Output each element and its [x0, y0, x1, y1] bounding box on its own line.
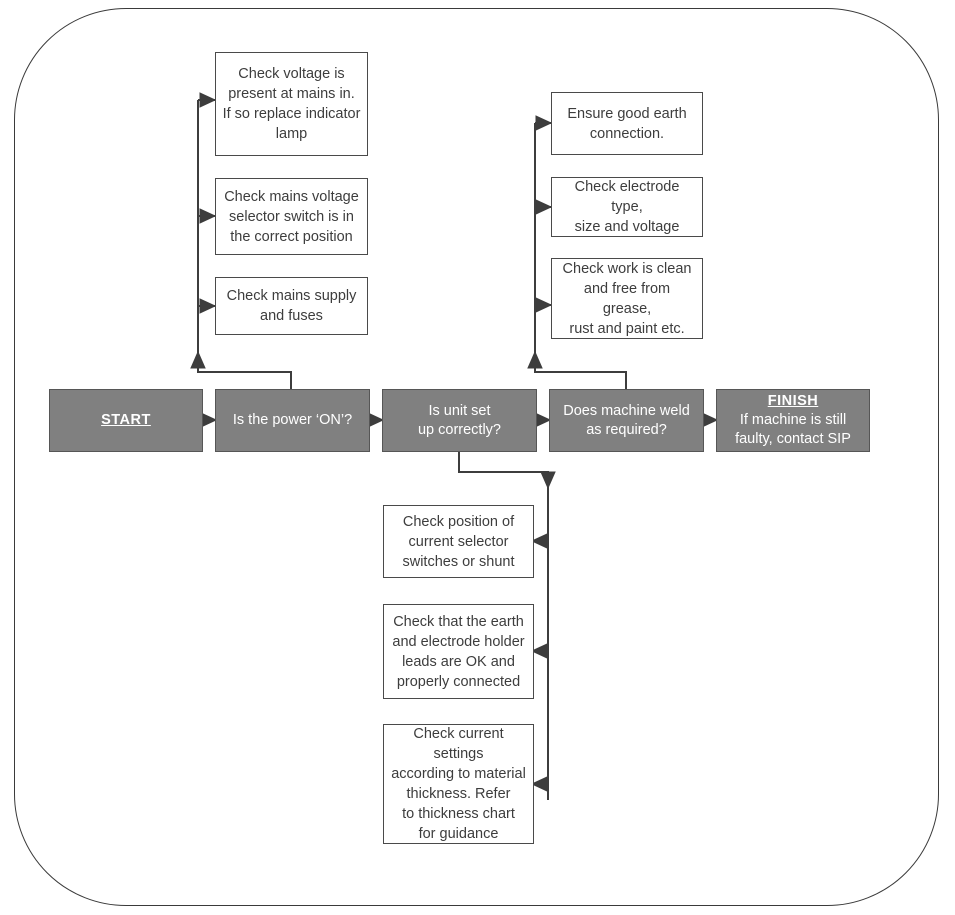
power-label: Is the power ‘ON’?: [232, 412, 353, 428]
start-label: START: [101, 412, 151, 428]
node-start[interactable]: START: [49, 389, 203, 452]
outer-frame: [14, 8, 939, 906]
finish-heading: FINISH: [767, 393, 819, 409]
weld-check-label-2: Check electrode type,size and voltage: [574, 179, 680, 235]
weld-check-box-2[interactable]: Check electrode type,size and voltage: [551, 177, 703, 237]
node-power[interactable]: Is the power ‘ON’?: [215, 389, 370, 452]
